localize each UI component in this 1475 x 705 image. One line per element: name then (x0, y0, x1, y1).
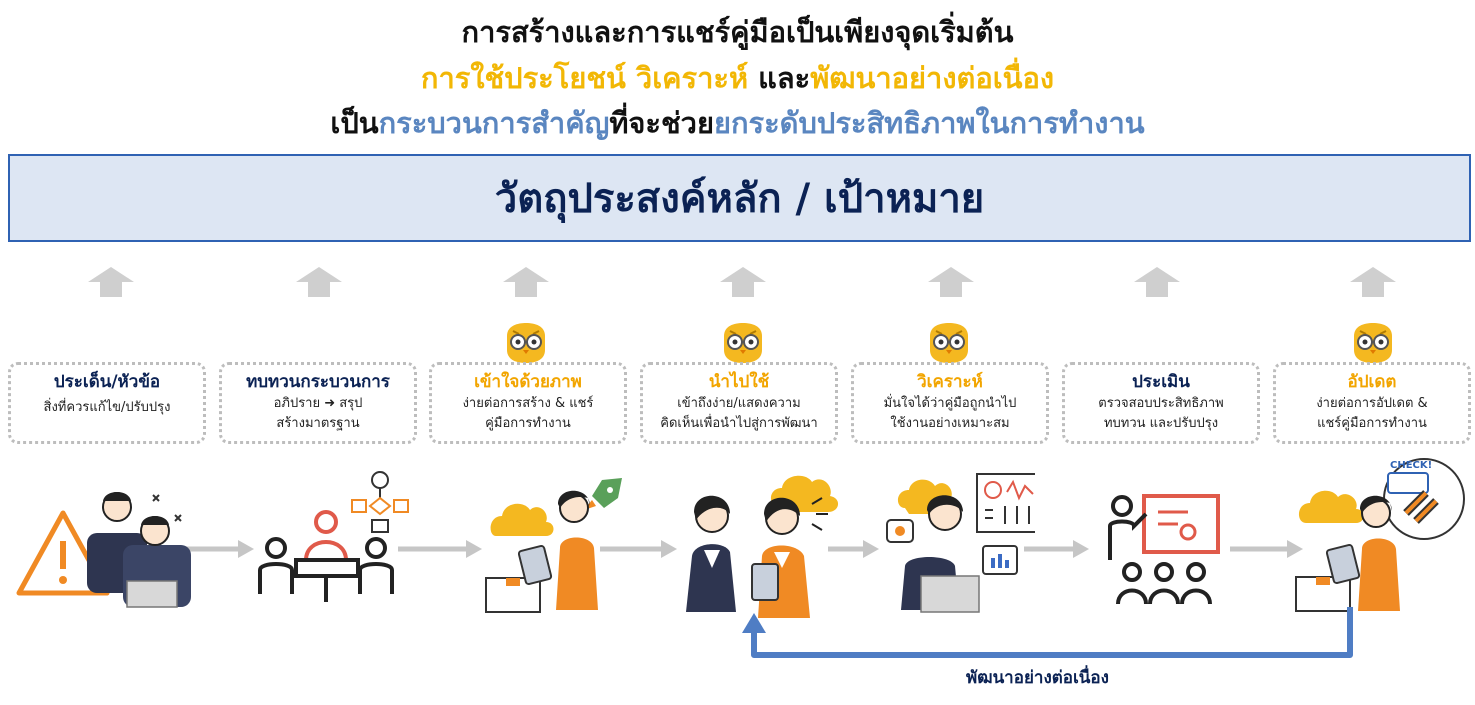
step-title: วิเคราะห์ (917, 372, 983, 392)
owl-mascot-icon (1354, 323, 1392, 363)
flow-arrow-icon (1230, 540, 1303, 558)
headline-line-2: การใช้ประโยชน์ วิเคราะห์ และพัฒนาอย่างต่… (0, 60, 1475, 96)
headline-3-part-3: ที่จะช่วย (609, 106, 714, 140)
headline-line-3: เป็นกระบวนการสำคัญที่จะช่วยยกระดับประสิท… (0, 105, 1475, 141)
check-label: CHECK! (1390, 460, 1432, 471)
step-box-update: อัปเดต ง่ายต่อการอัปเดต & แชร์คู่มือการท… (1273, 362, 1471, 444)
colleagues-tablet-illustration (686, 475, 839, 618)
flow-arrow-icon (398, 540, 482, 558)
step-title: เข้าใจด้วยภาพ (474, 372, 582, 392)
headline-3-part-1: เป็น (330, 106, 379, 140)
step-title: ประเมิน (1132, 372, 1190, 392)
headline-line-1: การสร้างและการแชร์คู่มือเป็นเพียงจุดเริ่… (461, 15, 1014, 49)
arrow-up-icon (296, 267, 342, 297)
owl-mascot-icon (507, 323, 545, 363)
step-title: ประเด็น/หัวข้อ (53, 372, 161, 392)
step-description: อภิปราย ➜ สรุป (273, 396, 363, 411)
arrow-up-icon (88, 267, 134, 297)
step-description: มั่นใจได้ว่าคู่มือถูกนำไป (883, 396, 1017, 411)
step-description-2: สร้างมาตรฐาน (276, 416, 360, 431)
step-title: ทบทวนกระบวนการ (246, 372, 390, 392)
step-description: ตรวจสอบประสิทธิภาพ (1098, 396, 1224, 411)
step-description: เข้าถึงง่าย/แสดงความ (677, 396, 801, 411)
presentation-illustration (1108, 494, 1220, 605)
woman-tablet-rocket-illustration (485, 478, 622, 613)
worried-workers-illustration (16, 492, 191, 608)
step-box-analyze: วิเคราะห์ มั่นใจได้ว่าคู่มือถูกนำไป ใช้ง… (851, 362, 1049, 444)
step-description-2: แชร์คู่มือการทำงาน (1317, 416, 1427, 431)
step-box-review-process: ทบทวนกระบวนการ อภิปราย ➜ สรุป สร้างมาตรฐ… (219, 362, 417, 444)
step-description-2: คิดเห็นเพื่อนำไปสู่การพัฒนา (660, 416, 818, 431)
feedback-loop-arrow (742, 607, 1353, 658)
flow-arrow-icon (828, 540, 879, 558)
goal-banner: วัตถุประสงค์หลัก / เป้าหมาย (8, 154, 1471, 242)
arrow-up-icon (503, 267, 549, 297)
arrow-up-icon (1350, 267, 1396, 297)
step-box-apply: นำไปใช้ เข้าถึงง่าย/แสดงความ คิดเห็นเพื่… (640, 362, 838, 444)
flow-arrow-icon (1024, 540, 1089, 558)
meeting-flowchart-illustration (258, 471, 409, 602)
step-title: นำไปใช้ (708, 372, 770, 392)
goal-banner-text: วัตถุประสงค์หลัก / เป้าหมาย (494, 176, 985, 222)
step-description-2: ทบทวน และปรับปรุง (1103, 416, 1219, 431)
headline-2-part-2: และ (748, 61, 811, 95)
step-box-issue: ประเด็น/หัวข้อ สิ่งที่ควรแก้ไข/ปรับปรุง (8, 362, 206, 444)
update-check-illustration: CHECK! (1295, 458, 1465, 612)
step-description: ง่ายต่อการอัปเดต & (1316, 396, 1428, 411)
step-title: อัปเดต (1347, 372, 1397, 392)
step-description-2: คู่มือการทำงาน (485, 416, 571, 431)
headline-3-part-4: ยกระดับประสิทธิภาพในการทำงาน (713, 106, 1145, 140)
step-box-evaluate: ประเมิน ตรวจสอบประสิทธิภาพ ทบทวน และปรับ… (1062, 362, 1260, 444)
step-box-visual: เข้าใจด้วยภาพ ง่ายต่อการสร้าง & แชร์ คู่… (429, 362, 627, 444)
flow-arrow-icon (600, 540, 677, 558)
step-description: ง่ายต่อการสร้าง & แชร์ (462, 396, 594, 411)
step-description-2: ใช้งานอย่างเหมาะสม (890, 416, 1010, 431)
owl-mascot-icon (724, 323, 762, 363)
loop-label: พัฒนาอย่างต่อเนื่อง (966, 668, 1109, 688)
arrow-up-icon (928, 267, 974, 297)
headline-2-part-1: การใช้ประโยชน์ วิเคราะห์ (420, 61, 749, 95)
step-description: สิ่งที่ควรแก้ไข/ปรับปรุง (43, 400, 171, 415)
headline-2-part-3: พัฒนาอย่างต่อเนื่อง (810, 61, 1055, 95)
arrow-up-icon (720, 267, 766, 297)
analyst-dashboard-illustration (886, 473, 1035, 613)
owl-mascot-icon (930, 323, 968, 363)
headline-3-part-2: กระบวนการสำคัญ (378, 106, 610, 140)
arrow-up-icon (1134, 267, 1180, 297)
